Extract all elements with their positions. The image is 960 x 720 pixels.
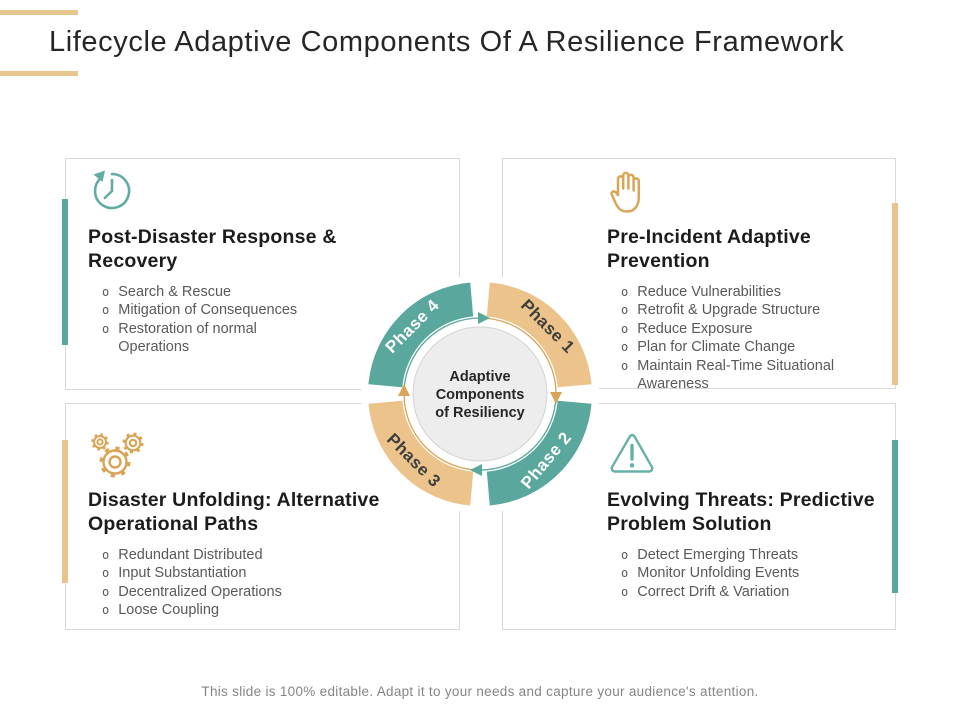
card-title: Disaster Unfolding: Alternative Operatio… <box>88 489 380 535</box>
bullet-marker: o <box>102 584 110 599</box>
accent-bar-post-disaster <box>62 199 68 345</box>
phase-arc-2 <box>486 400 592 506</box>
bullet-item: o Maintain Real-Time Situational Awarenes… <box>607 357 857 394</box>
bullet-marker: o <box>621 358 629 373</box>
bullet-item: o Decentralized Operations <box>88 583 303 602</box>
bullet-text: Maintain Real-Time Situational Awareness <box>637 357 835 393</box>
bullet-item: o Detect Emerging Threats <box>607 546 857 565</box>
flow-arc-bottom-right <box>479 393 557 471</box>
bullet-marker: o <box>621 547 629 562</box>
bullet-marker: o <box>621 303 629 318</box>
bullet-item: o Monitor Unfolding Events <box>607 564 857 583</box>
bullet-item: o Search & Rescue <box>88 283 303 302</box>
flow-arrow-right-icon <box>550 392 562 404</box>
raised-hand-icon <box>607 167 889 217</box>
bullet-marker: o <box>102 321 110 336</box>
bullet-text: Reduce Exposure <box>637 320 753 337</box>
bullet-marker: o <box>621 584 629 599</box>
title-accent-bar-bottom <box>0 71 78 76</box>
bullet-text: Plan for Climate Change <box>637 339 796 356</box>
bullet-text: Detect Emerging Threats <box>637 546 799 563</box>
bullet-text: Restoration of normal Operations <box>118 320 257 356</box>
bullet-marker: o <box>102 303 110 318</box>
bullet-marker: o <box>102 547 110 562</box>
core-label-line-3: of Resiliency <box>435 405 524 421</box>
bullet-item: o Restoration of normal Operations <box>88 320 303 357</box>
title-accent-bar-top <box>0 10 78 15</box>
footer-note: This slide is 100% editable. Adapt it to… <box>201 684 759 699</box>
bullet-marker: o <box>102 284 110 299</box>
bullet-item: o Mitigation of Consequences <box>88 301 303 320</box>
bullet-item: o Retrofit & Upgrade Structure <box>607 301 857 320</box>
bullet-item: o Input Substantiation <box>88 564 303 583</box>
bullet-marker: o <box>621 566 629 581</box>
accent-bar-evolving-threats <box>892 440 898 593</box>
card-title: Post-Disaster Response & Recovery <box>88 226 337 272</box>
core-label-line-2: Components <box>436 387 525 403</box>
accent-bar-pre-incident <box>892 203 898 385</box>
history-clock-icon <box>88 167 453 217</box>
flow-arrow-left-icon <box>398 384 410 396</box>
phase-arc-1 <box>486 282 592 388</box>
bullet-marker: o <box>102 603 110 618</box>
bullet-item: o Reduce Vulnerabilities <box>607 283 857 302</box>
bullet-marker: o <box>621 321 629 336</box>
cycle-core-circle <box>412 326 548 462</box>
core-label-line-1: Adaptive <box>449 369 510 385</box>
phase-arc-4 <box>368 282 474 388</box>
gears-icon <box>88 430 453 480</box>
bullet-marker: o <box>621 284 629 299</box>
page-title: Lifecycle Adaptive Components Of A Resil… <box>49 26 845 58</box>
bullet-text: Loose Coupling <box>118 602 220 619</box>
bullet-text: Monitor Unfolding Events <box>637 565 800 582</box>
bullet-text: Redundant Distributed <box>118 546 263 563</box>
flow-arc-top-right <box>479 317 557 395</box>
flow-arrow-top-icon <box>478 312 490 324</box>
bullet-item: o Reduce Exposure <box>607 320 857 339</box>
bullet-text: Input Substantiation <box>118 565 247 582</box>
bullet-item: o Plan for Climate Change <box>607 338 857 357</box>
bullet-item: o Loose Coupling <box>88 601 303 620</box>
cycle-diagram: Phase 1 Phase 2 Phase 3 Phase 4 Adaptive… <box>361 275 599 513</box>
quadrant-card-post-disaster: Post-Disaster Response & Recovery o Searc… <box>65 158 460 390</box>
warning-triangle-icon <box>607 430 889 480</box>
flow-arc-bottom-left <box>403 393 481 471</box>
bullet-text: Correct Drift & Variation <box>637 583 790 600</box>
flow-arc-top-left <box>403 317 481 395</box>
flow-arrow-bottom-icon <box>470 464 482 476</box>
bullet-marker: o <box>102 566 110 581</box>
bullet-text: Reduce Vulnerabilities <box>637 283 781 300</box>
bullet-text: Mitigation of Consequences <box>118 302 298 319</box>
card-title: Pre-Incident Adaptive Prevention <box>607 226 811 272</box>
bullet-text: Decentralized Operations <box>118 583 282 600</box>
bullet-item: o Redundant Distributed <box>88 546 303 565</box>
card-title: Evolving Threats: Predictive Problem Sol… <box>607 489 875 535</box>
bullet-item: o Correct Drift & Variation <box>607 583 857 602</box>
phase-arc-3 <box>368 400 474 506</box>
bullet-marker: o <box>621 340 629 355</box>
bullet-text: Search & Rescue <box>118 283 232 300</box>
bullet-text: Retrofit & Upgrade Structure <box>637 302 821 319</box>
accent-bar-disaster-unfolding <box>62 440 68 583</box>
